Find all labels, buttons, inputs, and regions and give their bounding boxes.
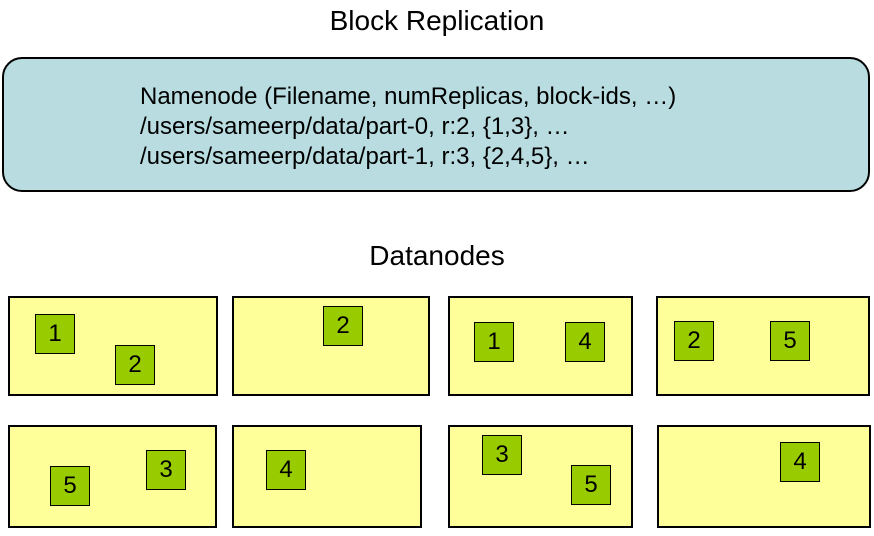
namenode-line-part0: /users/sameerp/data/part-0, r:2, {1,3}, … bbox=[140, 113, 570, 140]
block-2: 2 bbox=[674, 321, 714, 361]
namenode-line-header: Namenode (Filename, numReplicas, block-i… bbox=[140, 83, 677, 110]
block-5: 5 bbox=[50, 466, 90, 506]
block-2: 2 bbox=[323, 306, 363, 346]
namenode-line-part1: /users/sameerp/data/part-1, r:3, {2,4,5}… bbox=[140, 143, 590, 170]
block-4: 4 bbox=[266, 450, 306, 490]
datanode-box-6: 4 bbox=[232, 425, 422, 528]
datanode-box-8: 4 bbox=[657, 425, 871, 528]
block-4: 4 bbox=[780, 442, 820, 482]
diagram-title: Block Replication bbox=[329, 5, 545, 36]
block-5: 5 bbox=[770, 321, 810, 361]
block-1: 1 bbox=[474, 322, 514, 362]
block-5: 5 bbox=[571, 465, 611, 505]
block-2: 2 bbox=[115, 345, 155, 385]
block-1: 1 bbox=[35, 314, 75, 354]
block-3: 3 bbox=[146, 450, 186, 490]
datanode-box-2: 2 bbox=[232, 296, 430, 396]
block-3: 3 bbox=[482, 435, 522, 475]
block-4: 4 bbox=[565, 322, 605, 362]
namenode-box: Namenode (Filename, numReplicas, block-i… bbox=[2, 57, 870, 192]
datanodes-label: Datanodes bbox=[369, 240, 505, 271]
namenode-text: Namenode (Filename, numReplicas, block-i… bbox=[140, 82, 676, 172]
